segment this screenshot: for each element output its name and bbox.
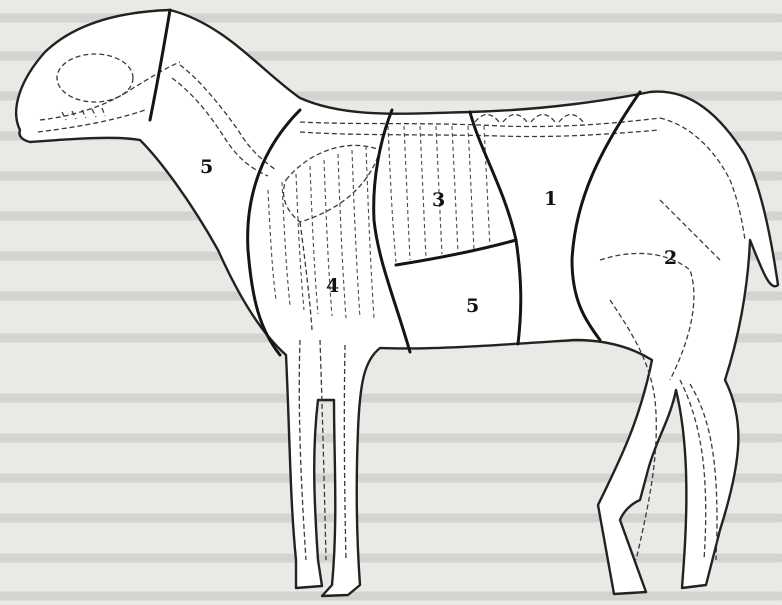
lamb-outline: [16, 10, 778, 596]
label-leg: 2: [664, 247, 677, 269]
label-rack: 3: [432, 189, 445, 211]
label-breast-flank: 5: [466, 295, 479, 317]
label-head-neck: 5: [200, 156, 213, 178]
label-loin: 1: [544, 188, 557, 210]
label-shoulder: 4: [326, 275, 339, 297]
